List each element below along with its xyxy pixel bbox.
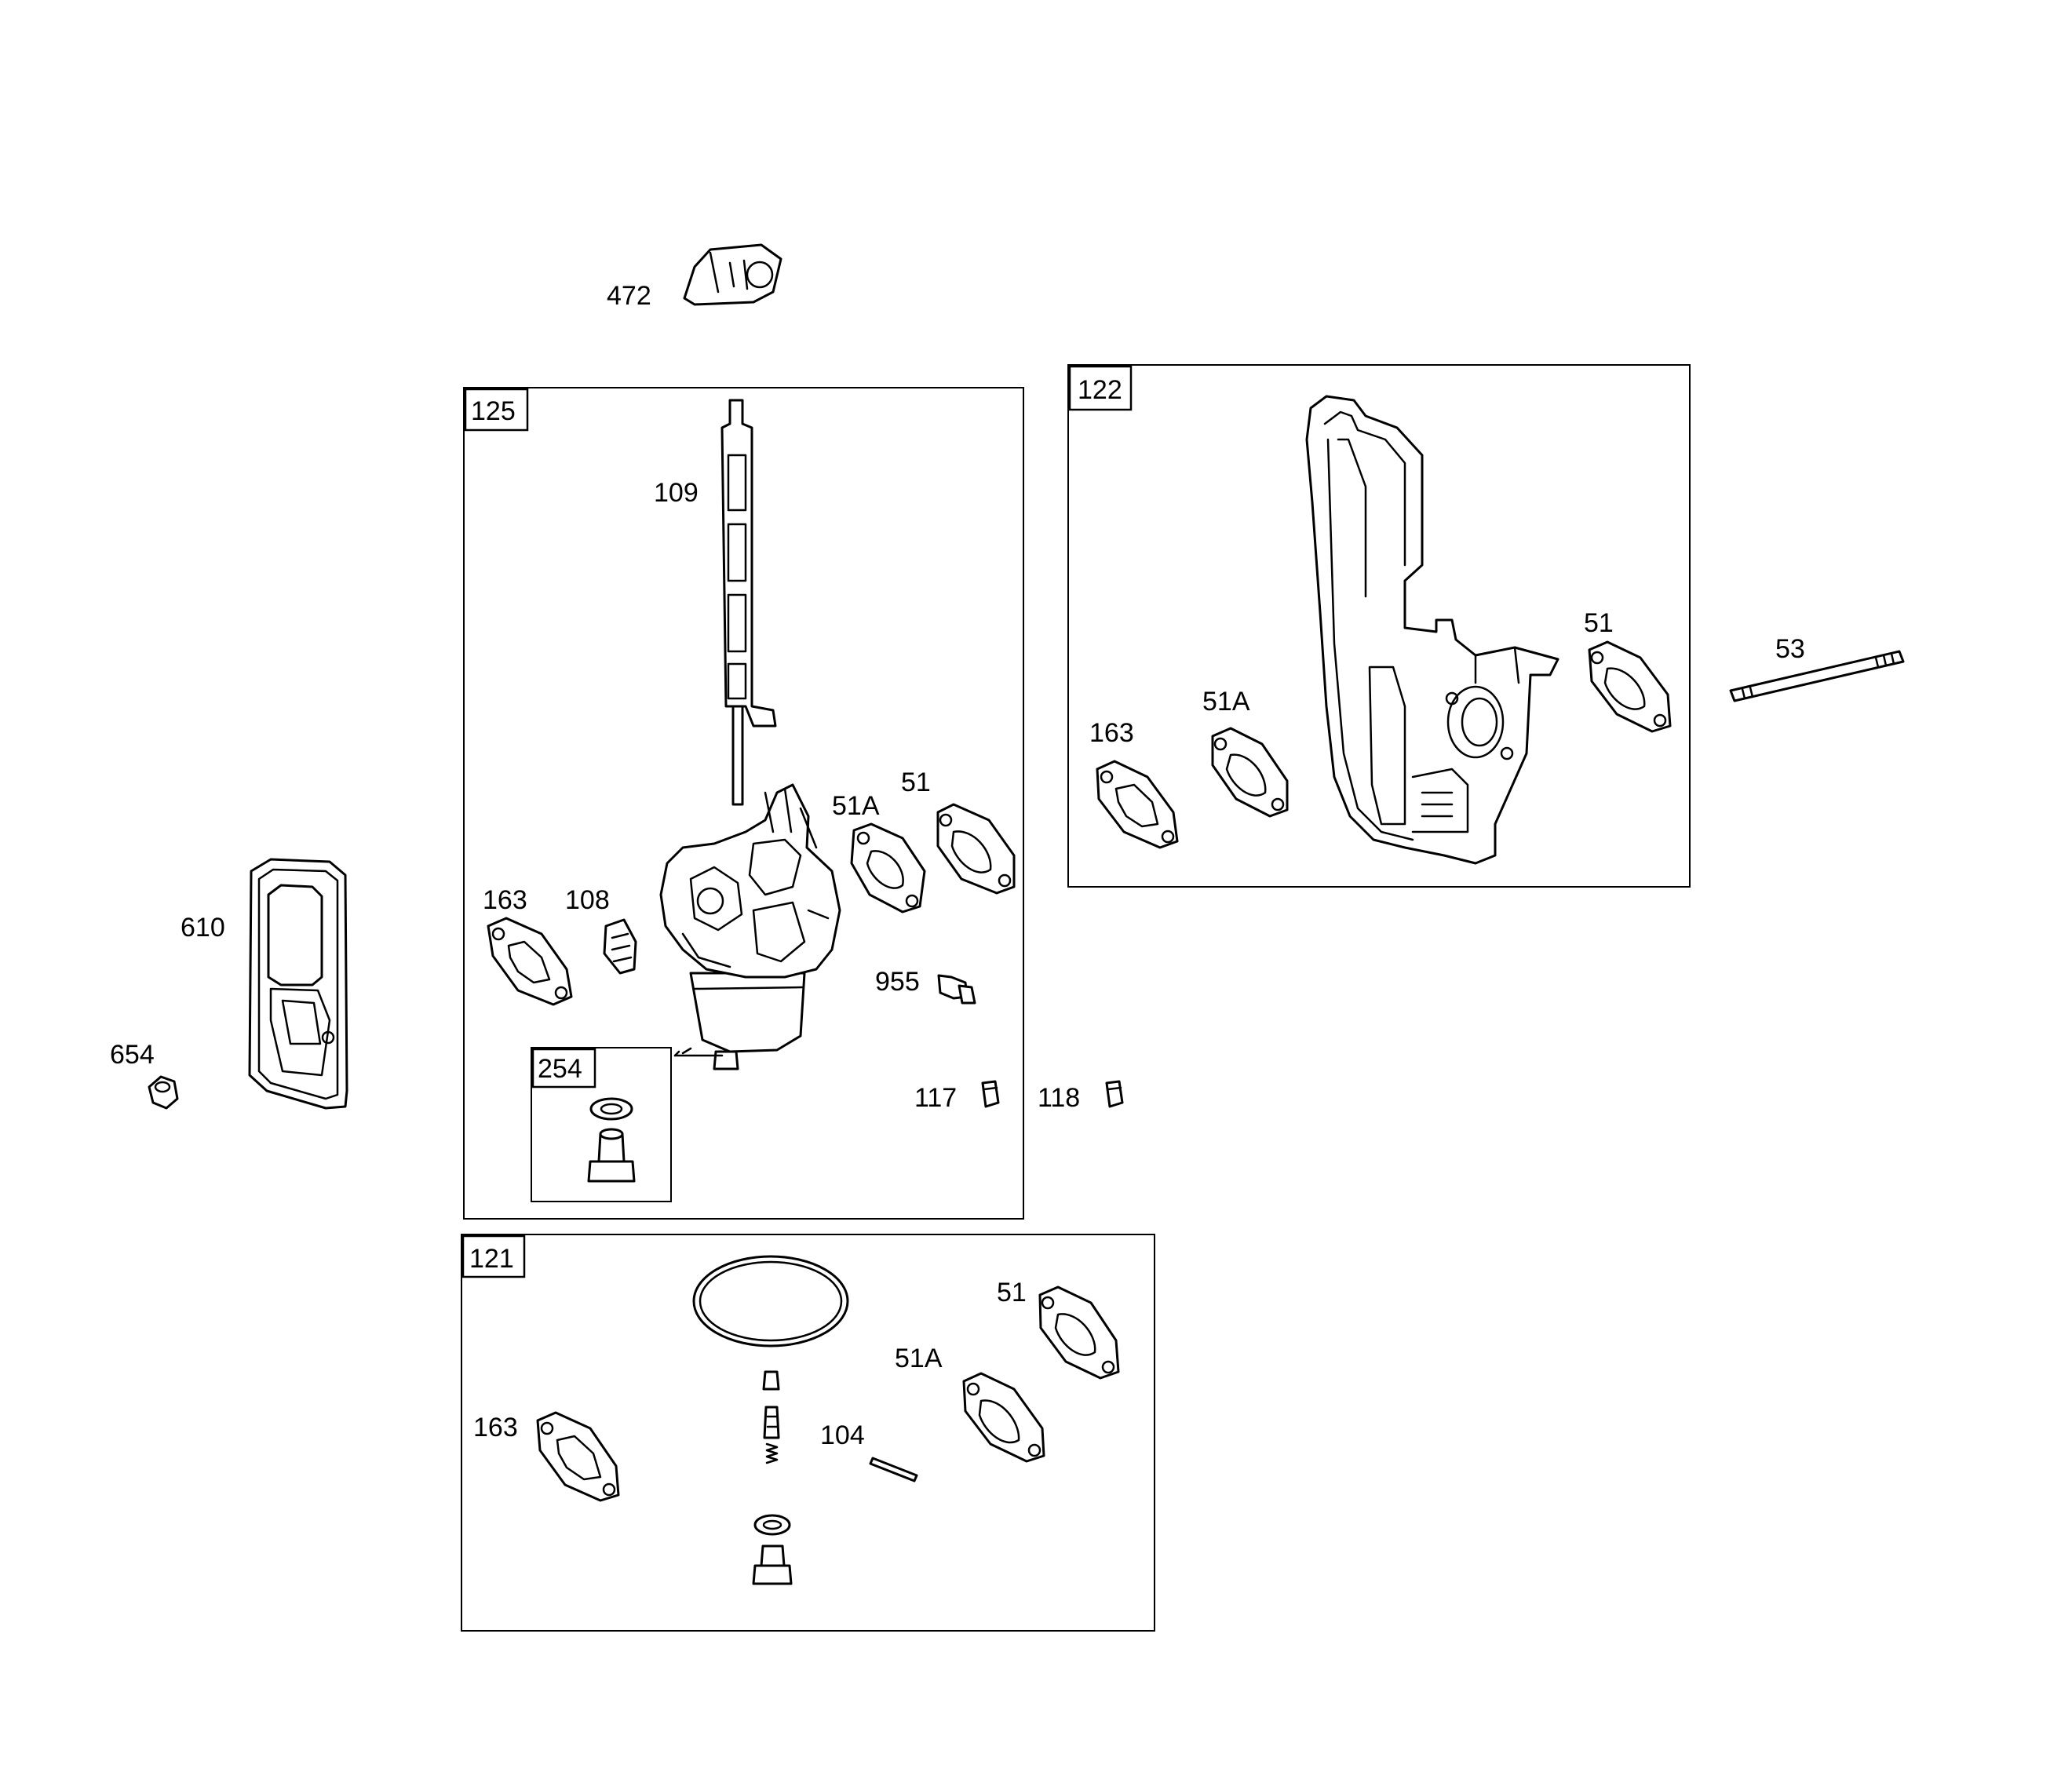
label-654: 654 [110,1040,155,1070]
label-472: 472 [607,281,651,311]
part-163-gasket-carb[interactable] [487,917,573,1006]
group-122-label: 122 [1078,375,1122,405]
label-117: 117 [914,1083,957,1113]
part-51A-gasket-122[interactable] [1211,727,1289,818]
label-118: 118 [1038,1083,1080,1113]
part-104-pin[interactable] [869,1457,918,1482]
label-51-carb: 51 [901,768,931,797]
label-610: 610 [181,913,225,943]
part-121-float-needle[interactable] [762,1370,780,1464]
part-955-screw[interactable] [937,974,976,1005]
part-51-gasket-121[interactable] [1038,1285,1120,1380]
part-654-nut[interactable] [148,1075,179,1110]
group-125-tag[interactable] [464,388,529,432]
label-955: 955 [875,967,920,997]
group-254-frame [531,1047,672,1202]
label-51A-carb: 51A [832,791,880,821]
part-163-gasket-122[interactable] [1096,760,1179,849]
group-121-tag[interactable] [461,1234,526,1278]
group-122-frame [1067,364,1691,888]
part-610-filter-housing[interactable] [248,858,348,1110]
part-121-bowl-oring[interactable] [692,1255,849,1347]
label-51-121: 51 [997,1278,1027,1307]
label-51-122: 51 [1584,608,1614,638]
part-109-rod[interactable] [720,399,777,806]
label-108: 108 [565,885,610,915]
part-51-gasket-122[interactable] [1588,640,1672,733]
label-163-122: 163 [1089,718,1134,748]
part-51A-gasket-121[interactable] [962,1372,1045,1463]
carburetor-body[interactable] [659,783,841,1070]
label-51A-121: 51A [895,1344,943,1373]
group-122-tag[interactable] [1068,365,1133,411]
label-109: 109 [654,478,699,508]
part-121-washer-bolt[interactable] [752,1514,793,1585]
label-163-carb: 163 [483,885,527,915]
part-51A-gasket-carb[interactable] [850,822,926,913]
label-163-121: 163 [473,1413,518,1442]
group-254-label: 254 [538,1054,582,1084]
part-254-washer-bolt[interactable] [587,1097,636,1183]
part-51-gasket-carb[interactable] [936,803,1016,895]
group-254-tag[interactable] [531,1048,596,1089]
group-121-frame [461,1234,1155,1632]
part-117-jet[interactable] [981,1080,1000,1108]
group-121-label: 121 [469,1244,514,1274]
label-51A-122: 51A [1202,687,1250,717]
part-108-plate[interactable] [603,918,637,975]
part-472-cover[interactable] [683,243,782,306]
label-104: 104 [820,1420,865,1450]
group-125-label: 125 [471,396,516,426]
part-118-jet[interactable] [1105,1080,1124,1108]
group-125-frame [463,387,1024,1220]
part-163-gasket-121[interactable] [536,1411,620,1502]
part-53-stud[interactable] [1729,650,1905,702]
label-53: 53 [1775,634,1805,664]
part-122-spacer-plate[interactable] [1305,395,1559,865]
